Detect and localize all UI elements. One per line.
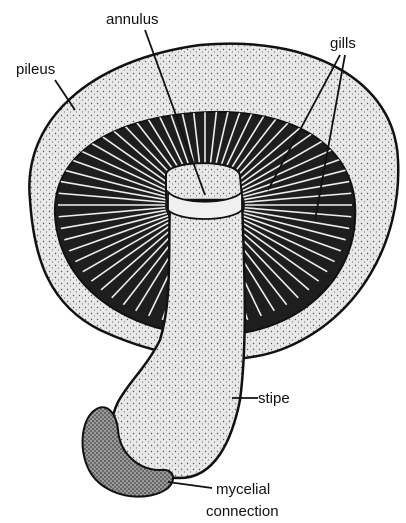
label-pileus: pileus xyxy=(16,61,55,78)
label-mycelial-line1: mycelial xyxy=(216,481,270,498)
label-mycelial-line2: connection xyxy=(206,503,279,520)
label-stipe: stipe xyxy=(258,390,290,407)
mycelial-leader xyxy=(168,482,212,488)
label-annulus: annulus xyxy=(106,11,159,28)
label-gills: gills xyxy=(330,35,356,52)
